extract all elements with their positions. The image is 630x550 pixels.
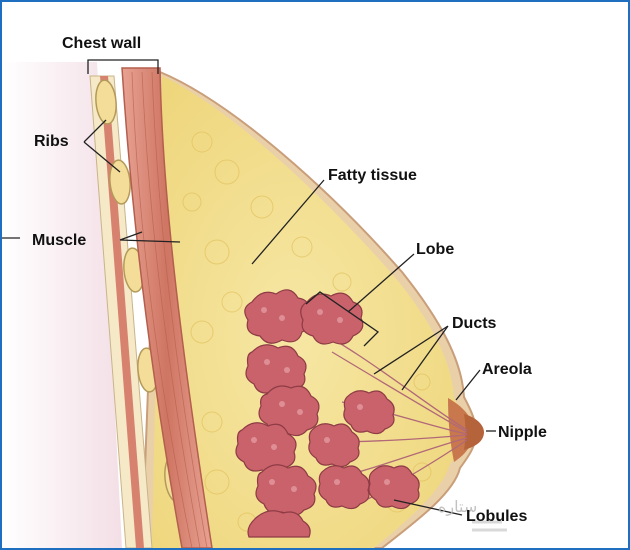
label-areola: Areola	[482, 361, 532, 378]
lobule-cluster	[309, 424, 359, 467]
label-chest-wall: Chest wall	[62, 35, 141, 52]
lobule-cluster	[369, 466, 419, 509]
label-muscle: Muscle	[32, 232, 86, 249]
label-lobe: Lobe	[416, 241, 454, 258]
label-lobules: Lobules	[466, 508, 527, 525]
lobule-cluster	[319, 466, 369, 509]
label-fatty-tissue: Fatty tissue	[328, 167, 417, 184]
label-ducts: Ducts	[452, 315, 497, 332]
label-nipple: Nipple	[498, 424, 547, 441]
lobule-cluster	[344, 391, 394, 434]
label-ribs: Ribs	[34, 133, 69, 150]
